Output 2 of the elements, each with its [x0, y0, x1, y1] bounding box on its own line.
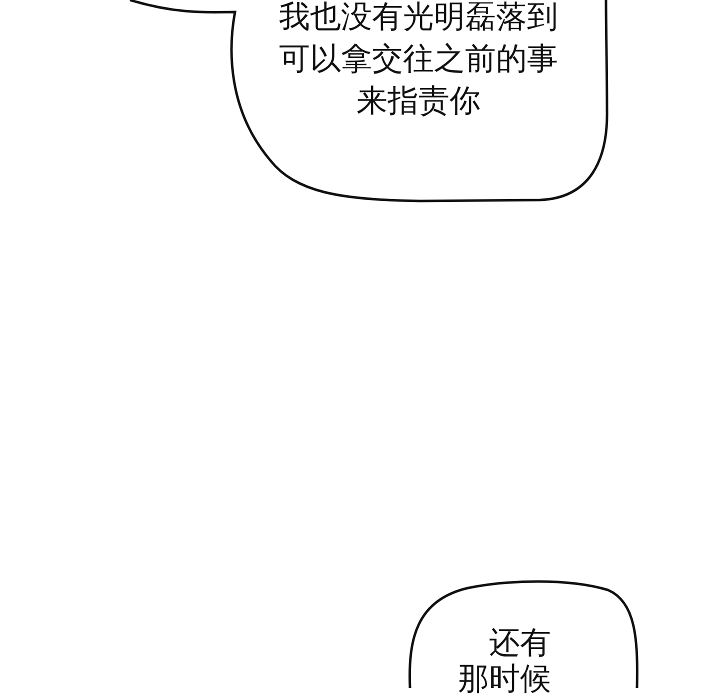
speech-text: 我也没有光明磊落到可以拿交往之前的事来指责你	[278, 0, 559, 121]
speech-text: 还有那时候	[458, 625, 552, 697]
